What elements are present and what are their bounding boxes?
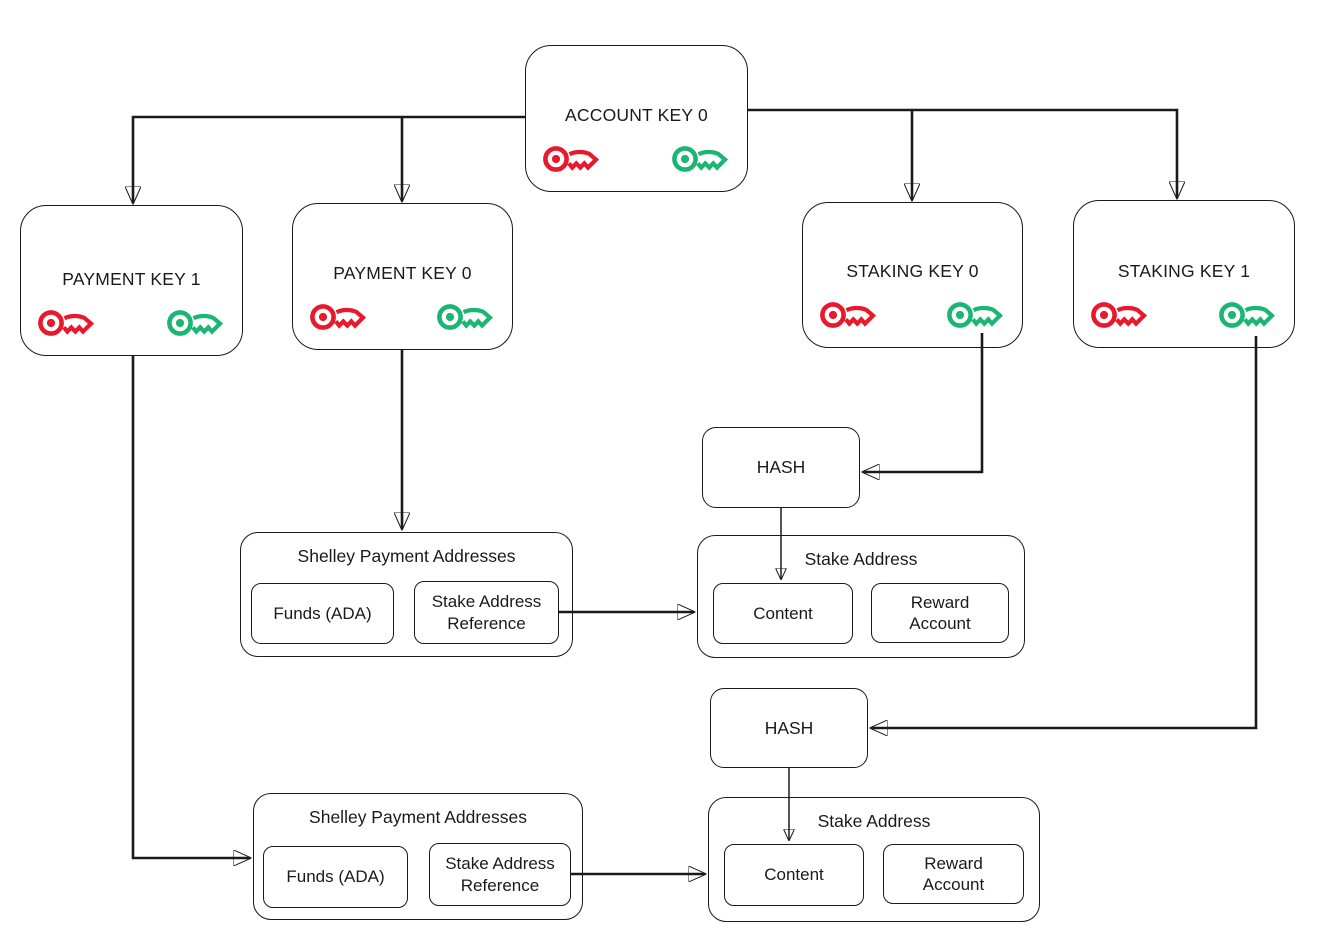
green-key-icon bbox=[435, 298, 497, 336]
node-hash-bottom: HASH bbox=[710, 688, 868, 768]
arrow-payment-key-1-to-shelley-bottom bbox=[131, 356, 250, 858]
node-account-key-0: ACCOUNT KEY 0 bbox=[525, 45, 748, 192]
chip-reward-account: Reward Account bbox=[871, 583, 1009, 643]
node-payment-key-0: PAYMENT KEY 0 bbox=[292, 203, 513, 350]
green-key-icon bbox=[1217, 296, 1279, 334]
node-label: ACCOUNT KEY 0 bbox=[565, 105, 708, 125]
arrow-account-to-staking-key-1 bbox=[748, 108, 1177, 198]
green-key-icon bbox=[670, 140, 732, 178]
chip-stake-address-reference: Stake Address Reference bbox=[414, 581, 559, 644]
node-label: HASH bbox=[764, 717, 814, 738]
key-pair bbox=[1074, 296, 1294, 334]
key-pair bbox=[803, 296, 1022, 334]
chip-stake-address-reference: Stake Address Reference bbox=[429, 843, 571, 906]
group-title: Shelley Payment Addresses bbox=[297, 546, 516, 566]
node-shelley-payment-addresses-top: Shelley Payment Addresses Funds (ADA) St… bbox=[240, 532, 573, 657]
red-key-icon bbox=[1089, 296, 1151, 334]
node-label: PAYMENT KEY 1 bbox=[62, 269, 201, 289]
chip-funds-ada: Funds (ADA) bbox=[251, 583, 394, 644]
arrow-account-to-payment-key-1 bbox=[133, 115, 525, 203]
red-key-icon bbox=[818, 296, 880, 334]
arrow-staking-key-1-to-hash-bottom bbox=[871, 336, 1258, 728]
group-title: Stake Address bbox=[817, 811, 931, 831]
node-payment-key-1: PAYMENT KEY 1 bbox=[20, 205, 243, 356]
node-stake-address-top: Stake Address Content Reward Account bbox=[697, 535, 1025, 658]
key-pair bbox=[21, 304, 242, 342]
chip-content: Content bbox=[713, 583, 853, 644]
red-key-icon bbox=[308, 298, 370, 336]
chip-reward-account: Reward Account bbox=[883, 844, 1024, 904]
node-staking-key-0: STAKING KEY 0 bbox=[802, 202, 1023, 348]
node-label: STAKING KEY 0 bbox=[846, 261, 979, 281]
red-key-icon bbox=[541, 140, 603, 178]
node-stake-address-bottom: Stake Address Content Reward Account bbox=[708, 797, 1040, 922]
node-hash-top: HASH bbox=[702, 427, 860, 508]
green-key-icon bbox=[945, 296, 1007, 334]
node-shelley-payment-addresses-bottom: Shelley Payment Addresses Funds (ADA) St… bbox=[253, 793, 583, 920]
node-label: PAYMENT KEY 0 bbox=[333, 263, 472, 283]
key-pair bbox=[293, 298, 512, 336]
node-staking-key-1: STAKING KEY 1 bbox=[1073, 200, 1295, 348]
node-label: HASH bbox=[756, 457, 806, 477]
group-title: Stake Address bbox=[804, 549, 918, 569]
node-label: STAKING KEY 1 bbox=[1117, 261, 1251, 281]
group-title: Shelley Payment Addresses bbox=[309, 807, 527, 827]
chip-content: Content bbox=[724, 844, 864, 906]
red-key-icon bbox=[36, 304, 98, 342]
arrow-staking-key-0-to-hash-top bbox=[863, 333, 984, 472]
chip-funds-ada: Funds (ADA) bbox=[263, 846, 408, 908]
green-key-icon bbox=[165, 304, 227, 342]
key-pair bbox=[526, 140, 747, 178]
